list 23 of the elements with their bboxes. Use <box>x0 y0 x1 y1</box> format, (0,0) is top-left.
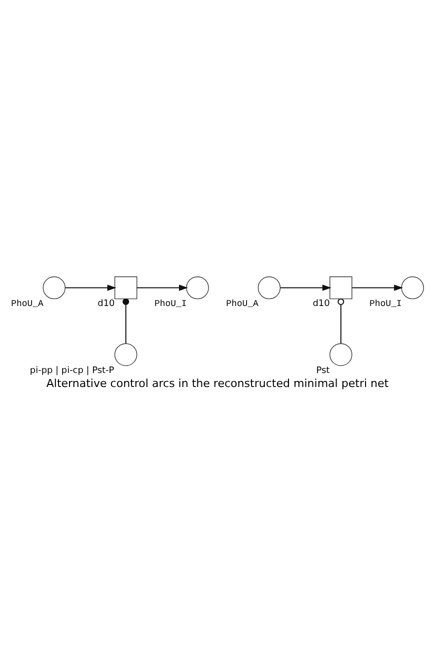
connector <box>122 298 130 344</box>
node-label: d10 <box>98 298 115 309</box>
arrow <box>352 284 404 291</box>
arrow <box>280 284 332 291</box>
node-box <box>114 276 138 300</box>
node-circle <box>186 276 209 300</box>
arrow <box>65 284 116 291</box>
node-label: PhoU_I <box>154 298 187 309</box>
node-label: pi-pp | pi-cp | Pst-P <box>30 366 114 376</box>
connector <box>338 298 344 344</box>
arrow <box>137 284 188 291</box>
node-circle <box>114 343 138 366</box>
node-label: Pst <box>316 366 330 376</box>
node-circle <box>330 343 352 366</box>
node-label: d10 <box>312 298 330 309</box>
node-box <box>330 276 352 300</box>
node-circle <box>42 276 66 300</box>
node-circle <box>258 276 281 300</box>
node-label: PhoU_A <box>226 298 258 309</box>
node-circle <box>401 276 424 300</box>
node-label: PhoU_A <box>11 298 44 309</box>
caption: Alternative control arcs in the reconstructed minimal petri net <box>46 376 389 390</box>
node-label: PhoU_I <box>370 298 402 309</box>
